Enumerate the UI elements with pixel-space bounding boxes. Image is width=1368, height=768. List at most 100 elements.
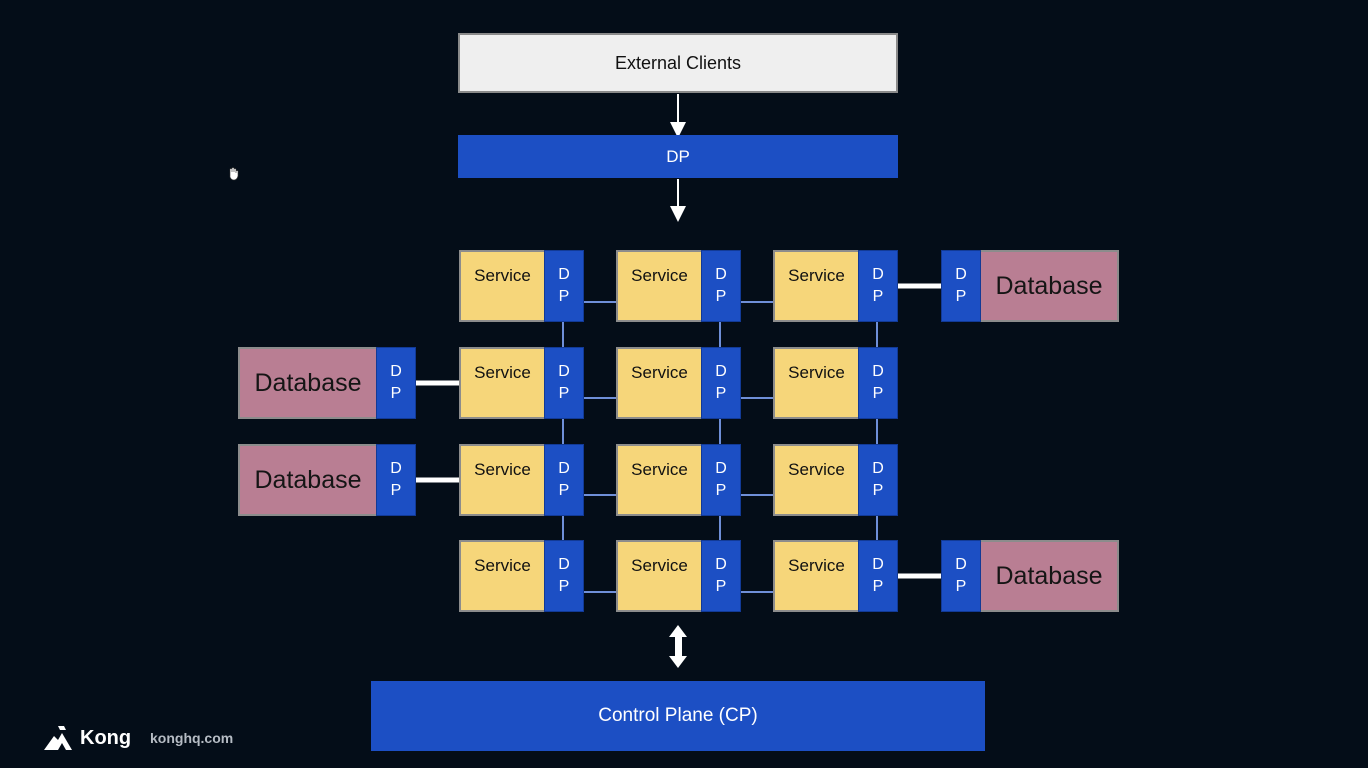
dp-letter: D [558, 363, 570, 380]
dp-letter: D [390, 460, 402, 477]
service-label: Service [788, 556, 845, 575]
dp-letter: D [558, 266, 570, 283]
brand-url[interactable]: konghq.com [150, 730, 234, 746]
dp-letter: P [715, 482, 727, 499]
service-box: Service [459, 347, 544, 419]
service-label: Service [788, 363, 845, 382]
mesh-cp-sync-arrow [669, 625, 687, 668]
mesh-horizontal-links [583, 301, 775, 593]
dp-letter: D [390, 363, 402, 380]
database-box: Database [238, 347, 376, 419]
dp-letter: P [558, 578, 570, 595]
dp-letter: P [390, 482, 402, 499]
service-box: Service [773, 444, 858, 516]
dp-letter: D [715, 266, 727, 283]
service-label: Service [788, 460, 845, 479]
dp-letter: D [558, 460, 570, 477]
service-label: Service [474, 460, 531, 479]
service-label: Service [631, 460, 688, 479]
kong-logo-icon [44, 726, 72, 750]
external-clients-label: External Clients [614, 52, 742, 73]
service-box: Service [616, 250, 701, 322]
dp-letter: P [955, 288, 967, 305]
dp-letter: P [872, 288, 884, 305]
hand-cursor-icon [229, 167, 239, 181]
dp-letter: D [558, 556, 570, 573]
dp-letter: P [872, 385, 884, 402]
dp-letter: D [715, 556, 727, 573]
dp-letter: D [872, 556, 884, 573]
dp-letter: P [390, 385, 402, 402]
control-plane-label: Control Plane (CP) [598, 705, 758, 726]
dp-letter: D [955, 266, 967, 283]
service-box: Service [616, 347, 701, 419]
dp-letter: D [955, 556, 967, 573]
service-box: Service [459, 444, 544, 516]
service-label: Service [631, 556, 688, 575]
dp-letter: P [872, 578, 884, 595]
dp-letter: D [872, 266, 884, 283]
dp-letter: P [715, 578, 727, 595]
service-label: Service [788, 266, 845, 285]
dp-letter: D [715, 363, 727, 380]
dp-letter: P [558, 288, 570, 305]
ingress-dp-bar: DP [458, 135, 898, 178]
database-label: Database [995, 271, 1103, 300]
dp-letter: D [715, 460, 727, 477]
service-label: Service [474, 266, 531, 285]
database-box: Database [238, 444, 376, 516]
database-label: Database [254, 368, 362, 397]
brand-name: Kong [80, 727, 132, 749]
dp-letter: P [955, 578, 967, 595]
dp-letter: P [558, 482, 570, 499]
dp-letter: P [715, 288, 727, 305]
service-box: Service [773, 250, 858, 322]
service-box: Service [459, 540, 544, 612]
service-box: Service [773, 540, 858, 612]
dp-letter: P [558, 385, 570, 402]
service-box: Service [459, 250, 544, 322]
service-box: Service [616, 540, 701, 612]
mesh-vertical-links [562, 322, 878, 541]
database-links [415, 283, 942, 579]
external-clients-box: External Clients [458, 33, 898, 93]
service-label: Service [631, 266, 688, 285]
service-label: Service [474, 363, 531, 382]
database-box: Database [981, 540, 1119, 612]
dp-letter: P [715, 385, 727, 402]
dp-letter: D [872, 460, 884, 477]
service-label: Service [631, 363, 688, 382]
dp-letter: D [872, 363, 884, 380]
